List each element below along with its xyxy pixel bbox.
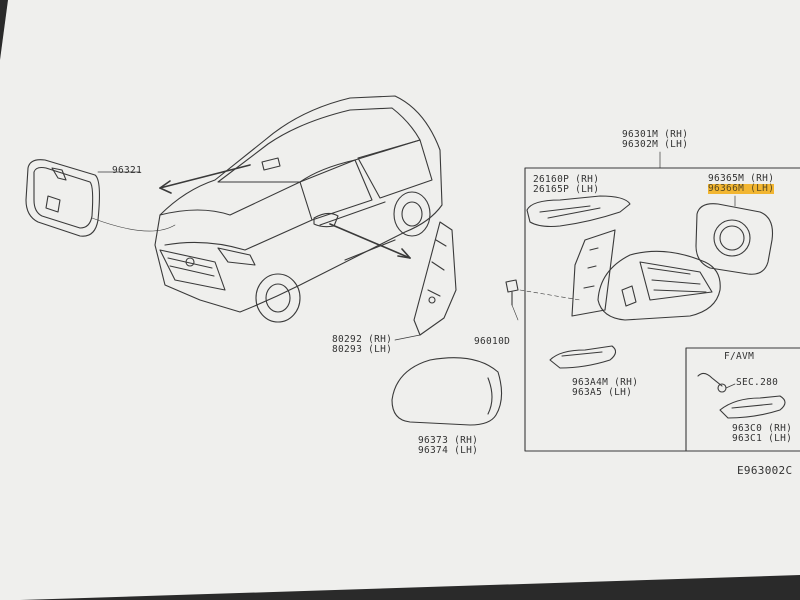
assembly-box <box>524 167 800 452</box>
label-lower-cover-rh: 963A4M (RH) <box>572 377 639 388</box>
garnish-drawing <box>413 221 457 336</box>
label-mirror-glass-rh: 96365M (RH) <box>708 173 775 184</box>
leader-inner-mirror-to-car <box>91 217 176 232</box>
label-avm-section-ref: SEC.280 <box>736 377 779 388</box>
label-garnish-lh: 80293 (LH) <box>332 344 393 355</box>
camera-cover-drawing <box>719 395 786 419</box>
label-mirror-cover-lh: 96374 (LH) <box>418 445 479 456</box>
avm-box <box>685 347 800 452</box>
arrow-to-car-interior <box>159 164 251 189</box>
label-turn-lamp-lh: 26165P (LH) <box>533 184 600 195</box>
car-illustration <box>154 95 443 323</box>
turn-lamp-drawing <box>526 195 631 228</box>
label-mirror-assembly-lh: 96302M (LH) <box>622 139 689 150</box>
mirror-glass-drawing <box>695 203 774 275</box>
label-mirror-cover-rh: 96373 (RH) <box>418 435 479 446</box>
lower-cover-drawing <box>549 345 617 369</box>
label-avm-title: F/AVM <box>724 351 755 362</box>
mirror-cover-drawing <box>391 357 503 426</box>
screw-drawing <box>505 279 519 306</box>
leader-garnish <box>394 334 421 341</box>
label-lower-cover-lh: 963A5 (LH) <box>572 387 633 398</box>
label-camera-cover-rh: 963C0 (RH) <box>732 423 793 434</box>
label-turn-lamp-rh: 26160P (RH) <box>533 174 600 185</box>
mirror-base-drawing <box>571 229 616 317</box>
mirror-housing-drawing <box>597 250 721 321</box>
arrow-to-mirror-assembly <box>329 223 411 259</box>
label-inner-mirror: 96321 <box>112 165 143 176</box>
drawing-id: E963002C <box>737 464 793 477</box>
label-mirror-glass-lh: 96366M (LH) <box>708 183 775 194</box>
label-mirror-assembly-rh: 96301M (RH) <box>622 129 689 140</box>
label-camera-cover-lh: 963C1 (LH) <box>732 433 793 444</box>
label-garnish-rh: 80292 (RH) <box>332 334 393 345</box>
label-screw: 96010D <box>474 336 511 347</box>
